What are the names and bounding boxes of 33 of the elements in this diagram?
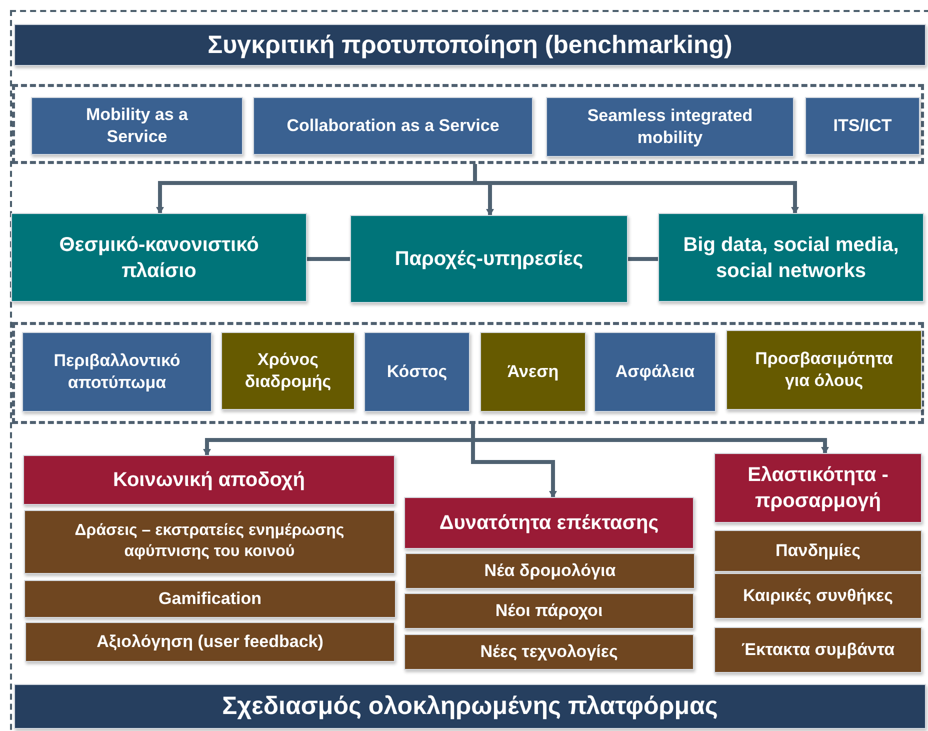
item-box: Νέοι πάροχοι: [404, 593, 694, 629]
criterion-box: Άνεση: [480, 332, 586, 412]
dashed-group: [12, 322, 924, 424]
heading-band: Σχεδιασμός ολοκληρωμένης πλατφόρμας: [14, 684, 926, 729]
pillar-box: Big data, social media, social networks: [658, 213, 924, 302]
item-box: Πανδημίες: [714, 530, 922, 572]
criterion-box: Προσβασιμότητα για όλους: [726, 330, 922, 410]
category-box: Seamless integrated mobility: [546, 97, 794, 157]
section-header: Δυνατότητα επέκτασης: [404, 497, 694, 549]
category-box: Collaboration as a Service: [253, 97, 533, 155]
item-box: Έκτακτα συμβάντα: [714, 627, 922, 673]
connector-line: [628, 257, 658, 261]
item-box: Νέες τεχνολογίες: [404, 634, 694, 670]
connector-line: [307, 257, 350, 261]
item-box: Δράσεις – εκστρατείες ενημέρωσης αφύπνισης του κοινού: [24, 510, 395, 574]
dashed-group: [12, 84, 924, 164]
section-header: Ελαστικότητα - προσαρμογή: [714, 453, 922, 523]
category-box: Ασφάλεια: [594, 332, 716, 412]
pillar-box: Παροχές-υπηρεσίες: [350, 215, 628, 303]
category-box: Mobility as a Service: [31, 97, 243, 155]
arrow: [471, 424, 829, 454]
item-box: Καιρικές συνθήκες: [714, 573, 922, 619]
category-box: ITS/ICT: [805, 97, 920, 155]
criterion-box: Χρόνος διαδρομής: [221, 332, 355, 410]
arrow: [473, 164, 799, 214]
heading-band: Συγκριτική προτυποποίηση (benchmarking): [14, 24, 926, 66]
item-box: Gamification: [24, 580, 396, 618]
section-header: Κοινωνική αποδοχή: [23, 455, 395, 505]
category-box: Περιβαλλοντικό αποτύπωμα: [22, 332, 212, 412]
item-box: Αξιολόγηση (user feedback): [25, 622, 395, 662]
pillar-box: Θεσμικό-κανονιστικό πλαίσιο: [11, 213, 307, 302]
category-box: Κόστος: [364, 332, 470, 412]
item-box: Νέα δρομολόγια: [405, 553, 695, 589]
